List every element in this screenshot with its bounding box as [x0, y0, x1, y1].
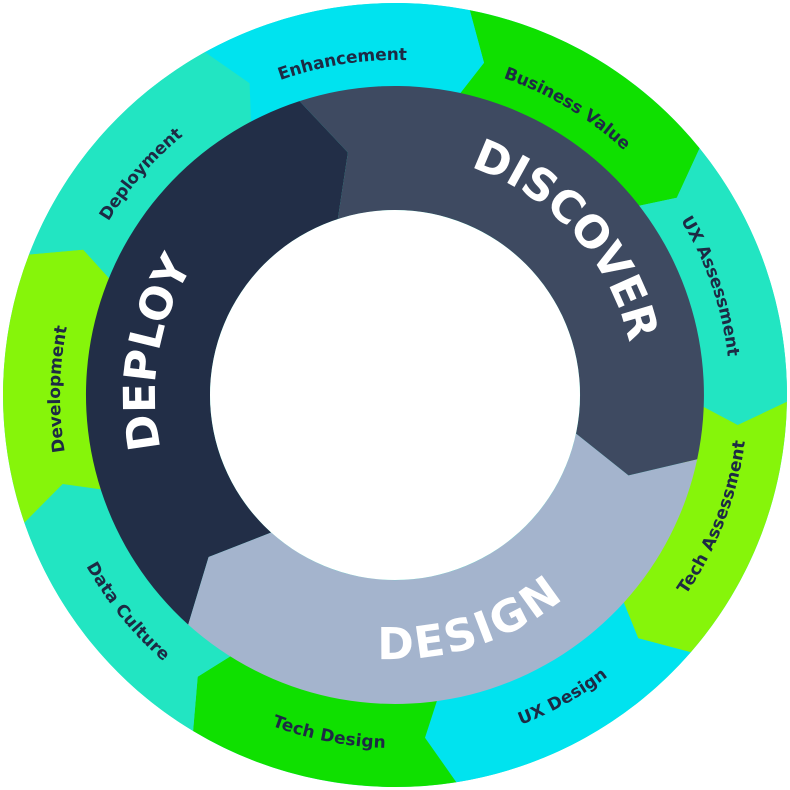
step-arrow-enhancement [205, 2, 484, 137]
outer-ring [3, 2, 787, 788]
phase-arrow-design [188, 433, 698, 704]
step-arrow-ux-assessment [625, 148, 787, 426]
inner-ring [85, 85, 704, 704]
step-arrow-tech-design [193, 648, 457, 788]
step-arrow-development [3, 249, 119, 523]
step-arrow-ux-design [425, 589, 691, 783]
phase-arrow-discover [299, 85, 704, 476]
phase-arrow-deploy [85, 101, 348, 625]
step-arrow-data-culture [24, 484, 243, 731]
center-hole [210, 210, 580, 580]
step-arrow-tech-assessment [618, 400, 787, 653]
step-arrow-deployment [29, 52, 252, 289]
step-arrow-business-value [451, 10, 700, 209]
